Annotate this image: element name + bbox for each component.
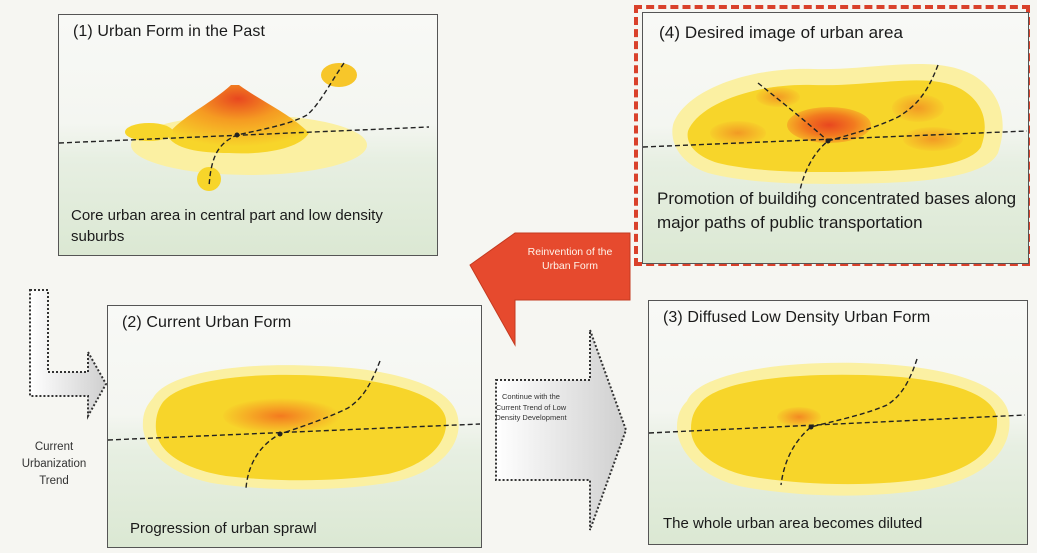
current-rail-line <box>108 423 481 441</box>
past-core-mound <box>167 85 309 154</box>
continue-trend-label: Continue with the Current Trend of Low D… <box>495 392 567 422</box>
current-core <box>223 398 343 434</box>
panel-past-urban-form: (1) Urban Form in the Past Core urban ar… <box>58 14 438 256</box>
diffused-title: (3) Diffused Low Density Urban Form <box>663 309 931 326</box>
desired-caption: Promotion of building concentrated bases… <box>657 189 1017 232</box>
past-branch-line <box>208 62 345 188</box>
current-urban-map <box>108 360 481 490</box>
desired-central-core <box>787 107 871 143</box>
diffused-station <box>808 424 814 430</box>
desired-secondary-line <box>757 82 829 142</box>
current-trend-label: Current Urbanization Trend <box>21 441 87 487</box>
current-branch-line <box>245 360 381 489</box>
current-trend-arrow <box>29 289 108 420</box>
past-title: (1) Urban Form in the Past <box>73 23 265 40</box>
past-suburb-west <box>125 123 173 141</box>
diffused-caption: The whole urban area becomes diluted <box>663 515 923 532</box>
panel-desired-urban-area: (4) Desired image of urban area Promotio… <box>642 12 1029 264</box>
panel-diffused-urban-form: (3) Diffused Low Density Urban Form The … <box>648 300 1028 545</box>
desired-branch-line <box>798 64 939 196</box>
panel-current-urban-form: (2) Current Urban Form Progression of ur… <box>107 305 482 548</box>
current-caption: Progression of urban sprawl <box>130 520 317 537</box>
current-station <box>277 431 283 437</box>
past-suburb-north <box>321 63 357 87</box>
diffused-rail-line <box>649 414 1026 434</box>
desired-title: (4) Desired image of urban area <box>659 23 904 42</box>
desired-node-east <box>903 127 963 151</box>
desired-node-west <box>710 121 766 145</box>
diffused-urban-map <box>649 358 1026 496</box>
past-station <box>234 132 240 138</box>
past-urban-map <box>59 62 430 191</box>
reinvention-label: Reinvention of the Urban Form <box>527 246 613 272</box>
desired-node-northeast <box>892 94 944 122</box>
desired-rail-line <box>643 130 1028 148</box>
diffused-urban-spread <box>691 374 998 485</box>
desired-urban-map <box>643 63 1028 196</box>
past-rail-line <box>59 126 430 144</box>
current-title: (2) Current Urban Form <box>122 314 292 331</box>
continue-trend-arrow <box>495 329 628 531</box>
past-caption: Core urban area in central part and low … <box>71 207 383 245</box>
desired-station <box>825 138 831 144</box>
diffused-branch-line <box>780 358 918 486</box>
diffused-core <box>777 407 821 427</box>
desired-node-north <box>756 87 800 107</box>
